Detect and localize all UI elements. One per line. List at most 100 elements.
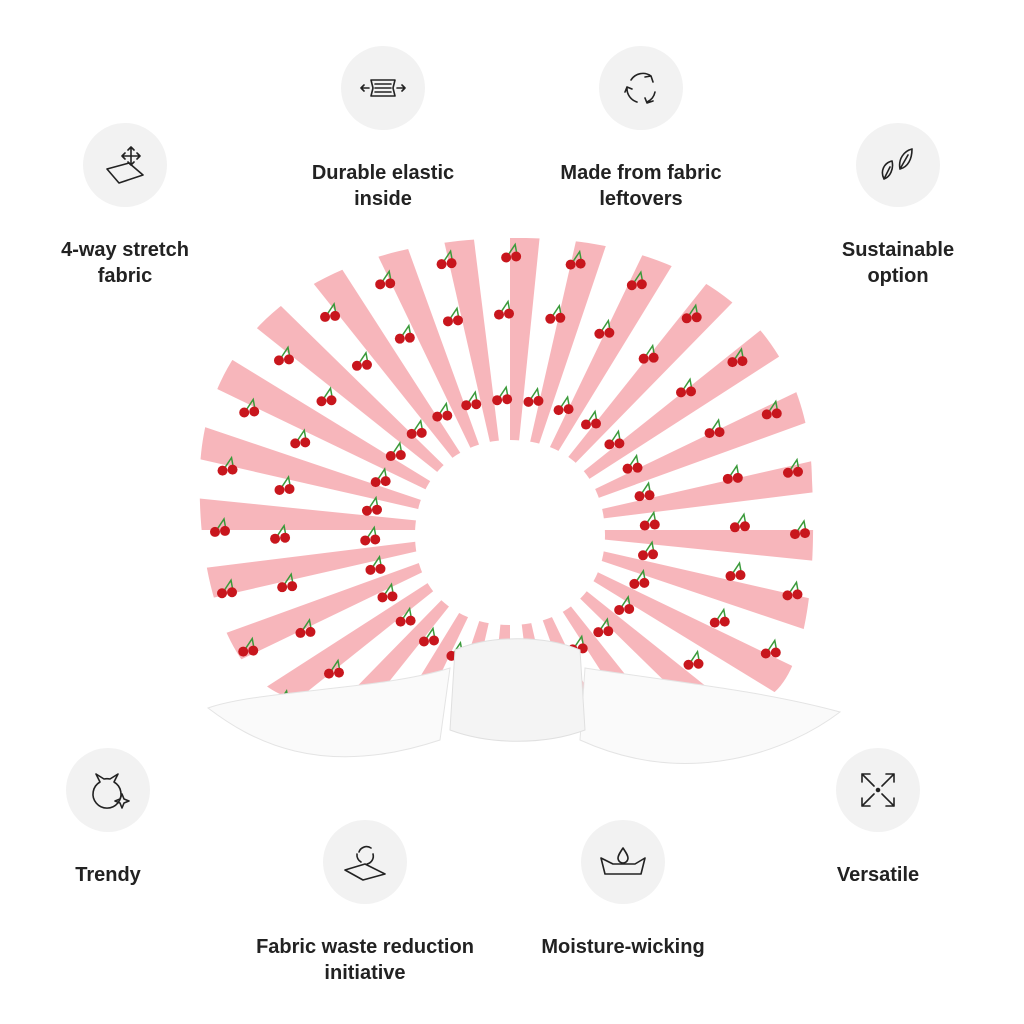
feature-label: Fabric waste reduction bbox=[256, 936, 474, 958]
cherry bbox=[594, 318, 615, 339]
cherry bbox=[290, 428, 311, 449]
feature-label: option bbox=[867, 265, 929, 287]
bow bbox=[206, 638, 842, 764]
cherry bbox=[295, 617, 316, 638]
stripe bbox=[510, 237, 814, 530]
cherry bbox=[210, 516, 231, 537]
cherry bbox=[553, 395, 574, 416]
stripe bbox=[199, 530, 510, 642]
stripe bbox=[510, 237, 561, 530]
stripe bbox=[510, 530, 814, 690]
cherry bbox=[722, 463, 743, 484]
stripe bbox=[510, 530, 814, 701]
cherry bbox=[638, 540, 659, 561]
cherry bbox=[277, 572, 298, 593]
elastic-band-icon bbox=[341, 46, 425, 130]
stripe bbox=[510, 530, 814, 701]
cherry bbox=[729, 512, 750, 533]
cherry bbox=[385, 441, 406, 462]
stripe bbox=[510, 530, 814, 581]
cherry bbox=[238, 636, 259, 657]
cherry bbox=[370, 467, 391, 488]
cherry bbox=[361, 495, 382, 516]
cherry bbox=[725, 561, 746, 582]
stripe bbox=[199, 530, 510, 701]
cherry bbox=[394, 323, 415, 344]
cherry bbox=[676, 377, 697, 398]
cherry bbox=[683, 649, 704, 670]
feature-durable-elastic: Durable elastic inside bbox=[253, 46, 513, 212]
cherry bbox=[365, 554, 386, 575]
stripe bbox=[248, 530, 510, 701]
cherry bbox=[493, 299, 514, 320]
feature-sustainable: Sustainable option bbox=[768, 123, 1024, 289]
cherry bbox=[442, 306, 463, 327]
cherry bbox=[375, 269, 396, 290]
cherry bbox=[377, 582, 398, 603]
feature-label: Versatile bbox=[836, 864, 920, 886]
cherry bbox=[418, 626, 439, 647]
fabric-recycle-icon bbox=[323, 820, 407, 904]
cherry bbox=[274, 474, 295, 495]
cherry bbox=[395, 606, 416, 627]
feature-label: inside bbox=[354, 188, 412, 210]
cherry bbox=[782, 457, 803, 478]
cherry bbox=[563, 789, 583, 807]
cherry bbox=[761, 399, 782, 420]
cherry bbox=[217, 578, 238, 599]
feature-moisture-wicking: Moisture-wicking bbox=[493, 820, 753, 960]
cherry bbox=[625, 769, 645, 787]
feature-label: Sustainable bbox=[841, 239, 955, 261]
cherry bbox=[492, 385, 513, 406]
cherry bbox=[614, 595, 635, 615]
cherry bbox=[545, 303, 566, 324]
recycle-arrows-icon bbox=[599, 46, 683, 130]
cherry bbox=[432, 401, 453, 422]
cherry bbox=[629, 568, 650, 589]
expand-arrows-icon bbox=[836, 748, 920, 832]
cherry bbox=[273, 345, 294, 366]
stripe bbox=[199, 237, 510, 530]
feature-label: Moisture-wicking bbox=[541, 936, 705, 958]
feature-label: fabric bbox=[97, 265, 153, 287]
leaves-icon bbox=[856, 123, 940, 207]
cherry bbox=[782, 580, 803, 601]
stripe bbox=[510, 313, 814, 530]
cherry bbox=[320, 301, 341, 322]
stripe bbox=[510, 530, 814, 701]
cherry bbox=[373, 768, 393, 786]
cherry bbox=[634, 481, 655, 502]
cherry bbox=[523, 386, 544, 407]
cherry bbox=[626, 270, 647, 291]
cherry bbox=[704, 418, 725, 439]
water-drop-fabric-icon bbox=[581, 820, 665, 904]
cherry bbox=[406, 418, 427, 439]
cherry bbox=[270, 523, 291, 544]
feature-label: Durable elastic bbox=[311, 162, 455, 184]
stripe bbox=[398, 237, 510, 530]
cherry bbox=[681, 303, 702, 324]
stripe bbox=[510, 237, 814, 530]
stripe bbox=[199, 530, 510, 701]
cherry bbox=[789, 519, 810, 540]
feature-trendy: Trendy bbox=[0, 748, 238, 888]
cherry bbox=[593, 617, 614, 638]
cherry bbox=[501, 242, 522, 263]
feature-versatile: Versatile bbox=[748, 748, 1008, 888]
stripe bbox=[199, 479, 510, 530]
cherry bbox=[760, 638, 781, 659]
cherry bbox=[709, 607, 730, 628]
cherry bbox=[499, 795, 519, 813]
stripe bbox=[510, 237, 772, 530]
feature-label: 4-way stretch bbox=[61, 239, 189, 261]
feature-label: initiative bbox=[324, 962, 406, 984]
stripe bbox=[510, 418, 814, 530]
cherry bbox=[217, 455, 238, 476]
cherry bbox=[360, 525, 381, 546]
feature-label: Made from fabric bbox=[560, 162, 722, 184]
stripe bbox=[199, 370, 510, 530]
cherry bbox=[622, 453, 643, 474]
stripe bbox=[199, 530, 510, 701]
cherry bbox=[434, 788, 454, 806]
cherry bbox=[323, 658, 344, 679]
